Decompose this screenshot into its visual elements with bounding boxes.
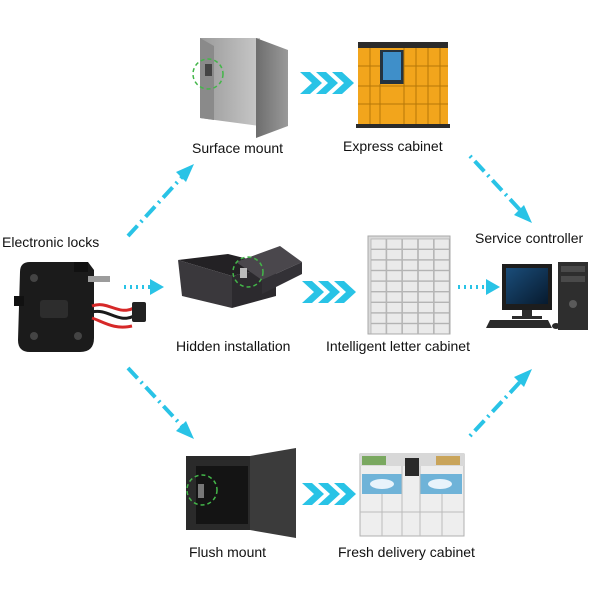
hidden-installation-image — [178, 246, 302, 308]
arrow-controller-from-fresh — [468, 369, 532, 438]
electronic-lock-image — [14, 262, 146, 352]
mailbox-door — [402, 249, 419, 261]
arrow-locks-to-hidden — [124, 279, 164, 295]
mailbox-door — [417, 323, 434, 335]
mailbox-door — [433, 238, 450, 250]
mailbox-door — [417, 270, 434, 282]
mailbox-door — [433, 270, 450, 282]
mailbox-door — [417, 259, 434, 271]
flush-mount-image — [186, 448, 296, 538]
mailbox-door — [417, 302, 434, 314]
mailbox-door — [386, 259, 403, 271]
mailbox-door — [402, 259, 419, 271]
mailbox-door — [386, 280, 403, 292]
mailbox-door — [433, 291, 450, 303]
arrow-locks-to-surface — [126, 164, 194, 238]
mailbox-door — [370, 238, 387, 250]
arrow-locks-to-flush — [126, 366, 194, 439]
label-electronic-locks: Electronic locks — [2, 234, 100, 250]
mailbox-door — [386, 291, 403, 303]
letter-cabinet-image — [367, 235, 451, 335]
mailbox-door — [433, 259, 450, 271]
surface-mount-image — [192, 38, 288, 138]
mailbox-door — [433, 323, 450, 335]
mailbox-door — [402, 312, 419, 324]
mailbox-door — [433, 312, 450, 324]
mailbox-door — [370, 312, 387, 324]
label-express-cabinet: Express cabinet — [343, 138, 443, 154]
mailbox-door — [386, 249, 403, 261]
label-hidden-installation: Hidden installation — [176, 338, 291, 354]
label-letter-cabinet: Intelligent letter cabinet — [326, 338, 470, 354]
mailbox-door — [433, 280, 450, 292]
arrow-letter-to-controller — [458, 279, 500, 295]
mailbox-door — [402, 323, 419, 335]
mailbox-door — [386, 302, 403, 314]
mailbox-door — [386, 312, 403, 324]
mailbox-door — [417, 291, 434, 303]
mailbox-door — [370, 270, 387, 282]
mailbox-door — [417, 312, 434, 324]
mailbox-door — [370, 302, 387, 314]
mailbox-door — [402, 280, 419, 292]
label-flush-mount: Flush mount — [189, 544, 267, 560]
label-service-controller: Service controller — [475, 230, 584, 246]
chevron-arrow-surface-to-express — [300, 72, 354, 94]
mailbox-door — [386, 270, 403, 282]
mailbox-door — [402, 238, 419, 250]
chevron-arrow-flush-to-fresh — [302, 483, 356, 505]
mailbox-door — [402, 302, 419, 314]
arrow-express-to-controller — [468, 154, 532, 223]
mailbox-door — [433, 302, 450, 314]
mailbox-door — [402, 270, 419, 282]
mailbox-door — [370, 291, 387, 303]
mailbox-door — [433, 249, 450, 261]
mailbox-door — [417, 249, 434, 261]
service-controller-image — [486, 262, 588, 330]
label-fresh-cabinet: Fresh delivery cabinet — [338, 544, 475, 560]
mailbox-door — [417, 238, 434, 250]
chevron-arrow-hidden-to-letter — [302, 281, 356, 303]
fresh-cabinet-image — [359, 453, 465, 537]
mailbox-door — [370, 249, 387, 261]
mailbox-door — [370, 323, 387, 335]
mailbox-door — [370, 280, 387, 292]
mailbox-door — [402, 291, 419, 303]
label-surface-mount: Surface mount — [192, 140, 284, 156]
mailbox-door — [386, 238, 403, 250]
mailbox-door — [370, 259, 387, 271]
express-cabinet-image — [356, 42, 450, 128]
mailbox-door — [386, 323, 403, 335]
mailbox-door — [417, 280, 434, 292]
